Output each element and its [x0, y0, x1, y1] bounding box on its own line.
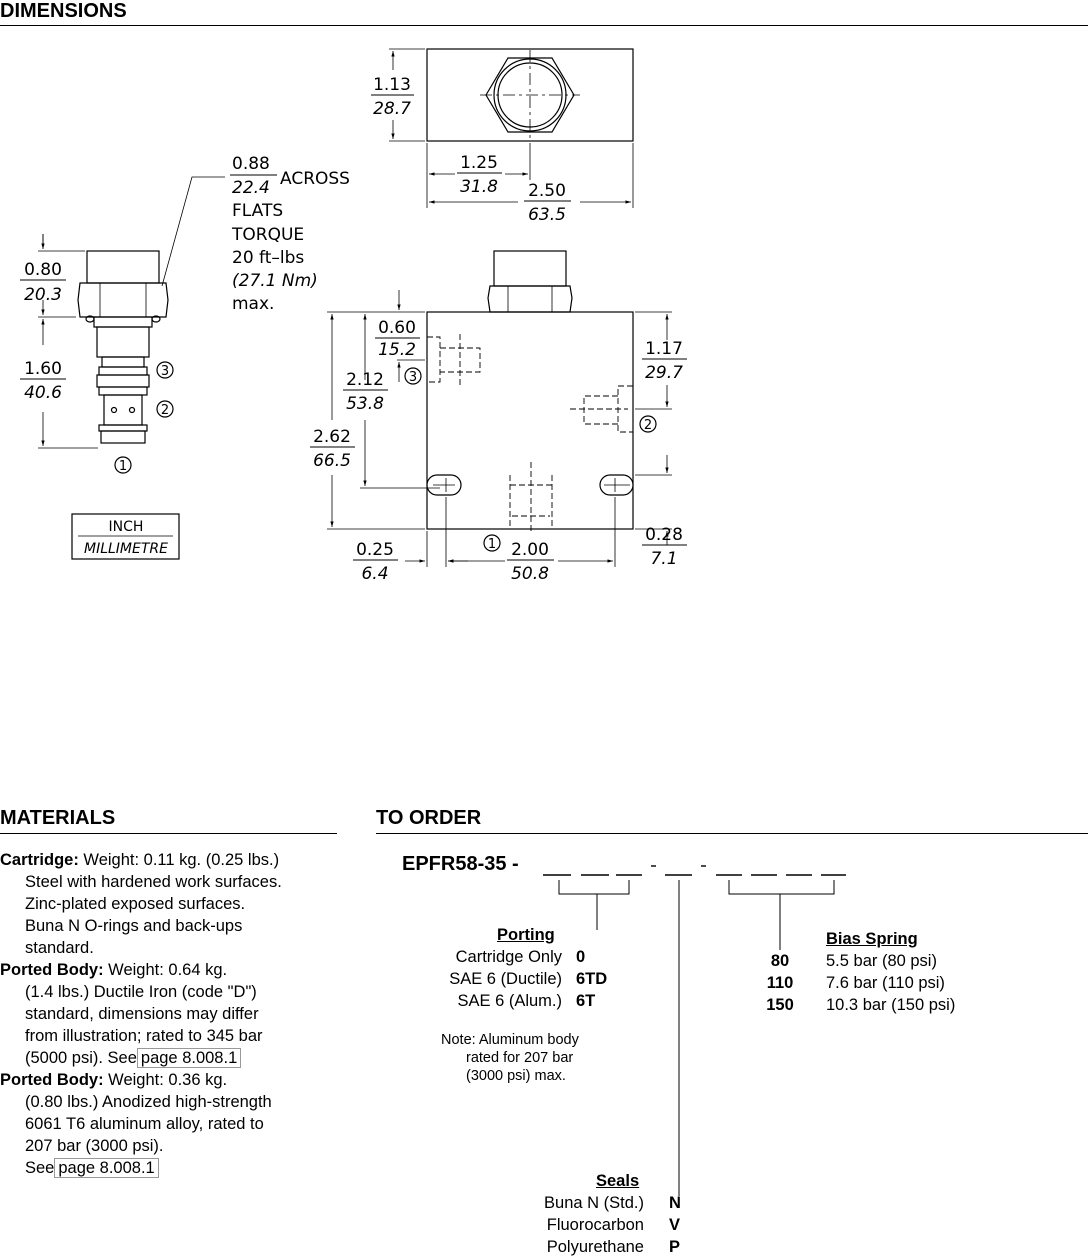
dim-hex-inch: 0.88 — [232, 154, 270, 174]
torque-label: TORQUE — [231, 225, 304, 245]
dim-top-half-inch: 1.25 — [460, 153, 498, 173]
dim-p3-top-mm: 15.2 — [378, 340, 416, 360]
dim-cart-head-mm: 20.3 — [24, 285, 62, 305]
seal-code: N — [669, 1194, 681, 1212]
dimension-drawing: 1.13 28.7 1.25 31.8 2.50 63.5 0.88 22.4 … — [20, 48, 687, 584]
dimensions-rule — [0, 25, 1088, 26]
model-code: EPFR58-35 - — [402, 853, 519, 875]
dim-hole-left-mm: 6.4 — [361, 564, 388, 584]
bias-option-label: 7.6 bar (110 psi) — [826, 974, 945, 992]
seals-codes: N V P — [669, 1192, 689, 1258]
porting-option-label: Cartridge Only — [455, 948, 562, 966]
dim-p2-mm: 29.7 — [645, 363, 683, 383]
porting-code: 6TD — [576, 970, 608, 988]
dim-p2-inch: 1.17 — [645, 339, 683, 359]
bias-spring-title: Bias Spring — [826, 930, 918, 948]
dim-top-height-inch: 1.13 — [373, 75, 411, 95]
dimensions-heading: DIMENSIONS — [0, 0, 127, 22]
porting-option-label: SAE 6 (Alum.) — [457, 992, 562, 1010]
dim-body-height-mm: 66.5 — [313, 451, 351, 471]
dim-top-width-inch: 2.50 — [528, 181, 566, 201]
bias-spring-labels: 5.5 bar (80 psi) 7.6 bar (110 psi) 10.3 … — [826, 950, 955, 1016]
units-inch: INCH — [109, 519, 144, 535]
dim-hole-span-mm: 50.8 — [511, 564, 549, 584]
order-heading: TO ORDER — [376, 807, 482, 829]
seals-title: Seals — [596, 1172, 640, 1190]
dim-top-half-mm: 31.8 — [460, 177, 498, 197]
dim-hex-across: ACROSS — [280, 169, 350, 189]
torque-value-metric: (27.1 Nm) — [232, 271, 318, 291]
bias-option-label: 5.5 bar (80 psi) — [826, 952, 937, 970]
porting-option-label: SAE 6 (Ductile) — [449, 970, 562, 988]
dim-cart-head-inch: 0.80 — [24, 260, 62, 280]
body-port-2: 2 — [644, 418, 652, 433]
seal-option-label: Buna N (Std.) — [544, 1194, 644, 1212]
dim-top-width-mm: 63.5 — [528, 205, 566, 225]
porting-title: Porting — [497, 926, 555, 944]
dim-p3-top-inch: 0.60 — [378, 318, 416, 338]
seal-code: P — [669, 1238, 681, 1256]
porting-note: Note: Aluminum body rated for 207 bar (3… — [441, 1032, 579, 1084]
bias-code: 80 — [770, 952, 790, 970]
materials-rule — [0, 833, 337, 834]
cart-port-1: 1 — [119, 459, 127, 474]
dim-hole-span-inch: 2.00 — [511, 540, 549, 560]
dim-hole-edge-inch: 0.28 — [645, 525, 683, 545]
dim-p3-mm: 53.8 — [346, 394, 384, 414]
porting-code: 0 — [576, 948, 586, 966]
top-view-body — [426, 48, 634, 142]
dim-p3-inch: 2.12 — [346, 370, 384, 390]
cart-port-3: 3 — [161, 364, 169, 379]
dim-body-height-inch: 2.62 — [313, 427, 351, 447]
dim-hole-left-inch: 0.25 — [356, 540, 394, 560]
dim-top-height-mm: 28.7 — [373, 99, 411, 119]
bias-option-label: 10.3 bar (150 psi) — [826, 996, 956, 1014]
porting-code: 6T — [576, 992, 596, 1010]
cartridge-hex — [77, 282, 169, 318]
page-link-ductile[interactable]: page 8.008.1 — [136, 1048, 242, 1068]
seals-labels: Buna N (Std.) Fluorocarbon Polyurethane — [460, 1192, 644, 1258]
seal-code: V — [669, 1216, 681, 1234]
dim-hex-mm: 22.4 — [232, 178, 270, 198]
materials-list: Cartridge: Weight: 0.11 kg. (0.25 lbs.) … — [0, 849, 337, 1179]
dim-cart-body-mm: 40.6 — [24, 383, 62, 403]
ported-body — [426, 311, 634, 530]
torque-value: 20 ft–lbs — [232, 248, 304, 268]
torque-max: max. — [232, 294, 274, 314]
page-link-aluminum[interactable]: page 8.008.1 — [54, 1158, 159, 1178]
seal-option-label: Polyurethane — [546, 1238, 644, 1256]
body-port-3: 3 — [409, 370, 417, 385]
dim-hex-flats: FLATS — [232, 201, 283, 221]
dim-hole-edge-mm: 7.1 — [650, 549, 677, 569]
order-rule — [376, 833, 1088, 834]
bias-code: 110 — [766, 974, 794, 992]
porting-codes: 0 6TD 6T — [576, 946, 616, 1012]
seal-option-label: Fluorocarbon — [546, 1216, 644, 1234]
bias-code: 150 — [766, 996, 794, 1014]
materials-heading: MATERIALS — [0, 807, 116, 829]
units-mm: MILLIMETRE — [84, 541, 168, 557]
dim-cart-body-inch: 1.60 — [24, 359, 62, 379]
material-ported-body-ductile: Ported Body: Weight: 0.64 kg. (1.4 lbs.)… — [0, 961, 263, 1068]
material-cartridge: Cartridge: Weight: 0.11 kg. (0.25 lbs.) … — [0, 851, 282, 957]
bias-spring-codes: 80 110 150 — [760, 950, 800, 1016]
material-ported-body-aluminum: Ported Body: Weight: 0.36 kg. (0.80 lbs.… — [0, 1071, 272, 1178]
body-port-1: 1 — [488, 537, 496, 552]
cart-port-2: 2 — [161, 403, 169, 418]
porting-labels: Cartridge Only SAE 6 (Ductile) SAE 6 (Al… — [380, 946, 562, 1012]
